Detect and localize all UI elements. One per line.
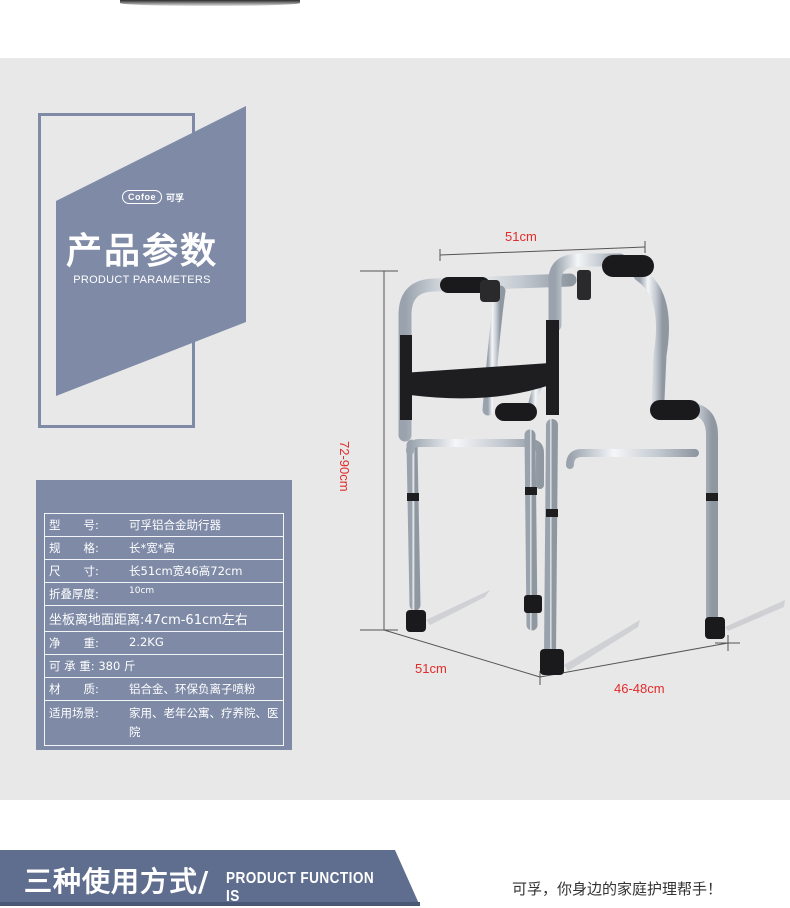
seat-board [402,363,550,399]
dimension-depth: 46-48cm [614,681,665,696]
banner-shape [0,850,420,906]
spec-row: 净 重: 2.2KG [44,631,284,655]
spec-value: 2.2KG [125,631,284,655]
walker-frame [398,253,718,661]
hinge-clamp [480,280,500,302]
spec-value: 可孚铝合金助行器 [125,513,284,537]
walker-illustration [360,241,785,685]
spec-value: 47cm-61cm左右 [144,613,248,628]
arm-grip [650,400,700,420]
spec-value: 长*宽*高 [125,536,284,560]
spec-row: 坐板离地面距离:47cm-61cm左右 [44,605,284,632]
spec-key: 尺 寸: [44,559,125,583]
top-strip [0,0,790,58]
title-english: PRODUCT PARAMETERS [73,274,211,286]
brand-logo: Cofoe 可孚 [122,190,184,204]
spec-row: 可 承 重: 380 斤 [44,654,284,678]
spec-key: 型 号: [44,513,125,537]
spec-row: 型 号: 可孚铝合金助行器 [44,513,284,537]
hinge-clamp [577,270,591,300]
spec-row: 适用场景: 家用、老年公寓、疗养院、医院 [44,700,284,746]
spec-row: 规 格: 长*宽*高 [44,536,284,560]
top-grip [602,255,654,277]
spec-panel: 型 号: 可孚铝合金助行器 规 格: 长*宽*高 尺 寸: 长51cm宽46高7… [36,480,292,750]
spec-row: 折叠厚度: 10cm [44,582,284,606]
seat-bracket [400,335,412,420]
brand-slogan: 可孚，你身边的家庭护理帮手！ [512,880,723,898]
dimension-top-width: 51cm [505,229,537,244]
floor-shadow [426,590,785,671]
banner-title-english: PRODUCT FUNCTION IS [226,870,375,905]
dimension-bottom-width: 51cm [415,661,447,676]
product-parameters-title-block: Cofoe 可孚 产品参数 PRODUCT PARAMETERS [38,106,246,428]
banner-title-chinese: 三种使用方式/ [24,865,210,898]
title-frame-shape [38,106,246,428]
function-banner: 三种使用方式/ PRODUCT FUNCTION IS [0,850,420,906]
spec-value: 家用、老年公寓、疗养院、医院 [125,700,284,746]
logo-chinese: 可孚 [166,193,185,204]
spec-key: 规 格: [44,536,125,560]
top-grip [440,277,490,293]
logo-cofoe: Cofoe [122,190,162,204]
rubber-feet [406,595,725,675]
spec-key: 折叠厚度: [44,582,125,606]
title-chinese: 产品参数 [65,231,218,272]
seat-bracket [546,320,559,415]
spec-row: 材 质: 铝合金、环保负离子喷粉 [44,677,284,701]
spec-key: 适用场景: [44,700,125,746]
spec-key-value: 坐板离地面距离:47cm-61cm左右 [44,605,284,632]
spec-value: 380 斤 [98,659,136,673]
spec-key: 材 质: [44,677,125,701]
spec-value: 铝合金、环保负离子喷粉 [125,677,284,701]
product-shadow [120,0,300,6]
spec-key: 可 承 重: [49,659,95,673]
spec-table: 型 号: 可孚铝合金助行器 规 格: 长*宽*高 尺 寸: 长51cm宽46高7… [44,513,284,746]
spec-row: 尺 寸: 长51cm宽46高72cm [44,559,284,583]
spec-key: 坐板离地面距离: [49,613,145,628]
dimension-height: 72-90cm [337,441,352,492]
dimension-lines [360,241,740,685]
spec-key-value: 可 承 重: 380 斤 [44,654,284,678]
spec-value: 长51cm宽46高72cm [125,559,284,583]
spec-value: 10cm [125,582,284,606]
spec-key: 净 重: [44,631,125,655]
height-bands [407,487,718,517]
arm-grip [495,403,537,421]
